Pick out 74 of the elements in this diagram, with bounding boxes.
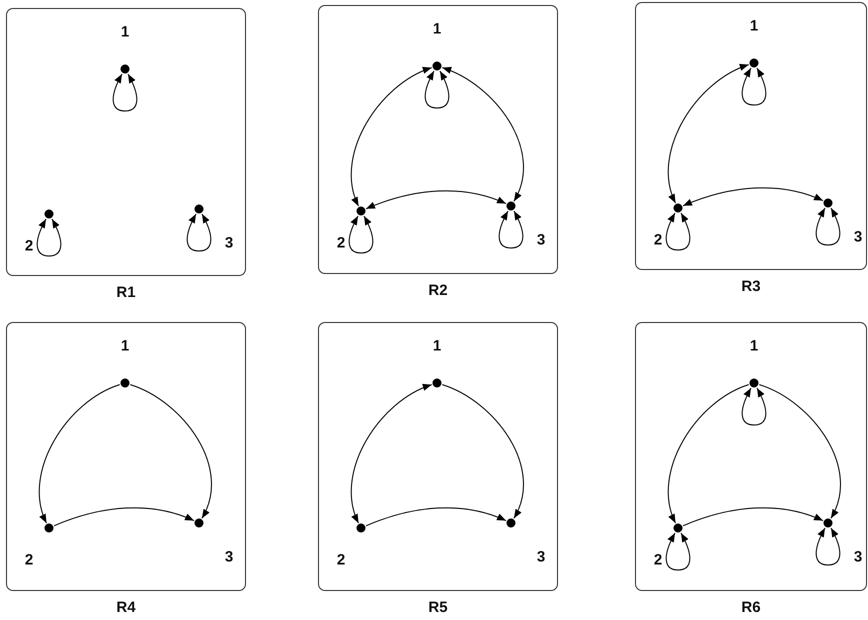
graph-panel <box>6 8 246 276</box>
vertex-label: 3 <box>224 234 234 252</box>
vertex-label: 2 <box>336 552 346 568</box>
panel-caption: R1 <box>116 284 136 301</box>
panel-caption: R2 <box>428 282 448 299</box>
graph-vertex <box>674 524 682 532</box>
curved-arrow <box>130 384 212 519</box>
graph-vertex <box>194 518 204 528</box>
graph-vertex <box>356 524 366 532</box>
vertex-label: 2 <box>24 552 34 568</box>
curved-arrow <box>366 190 507 210</box>
curved-arrow <box>758 384 841 519</box>
self-loop-arrow <box>666 212 690 250</box>
self-loop-arrow <box>666 532 690 570</box>
vertex-label: 1 <box>432 338 442 354</box>
self-loop-arrow <box>742 68 766 106</box>
panel-caption: R4 <box>116 599 136 616</box>
curved-arrow <box>38 384 120 524</box>
curved-arrow <box>350 67 432 207</box>
graph-panel <box>318 322 558 591</box>
vertex-label: 1 <box>432 20 442 38</box>
vertex-label: 3 <box>854 228 862 246</box>
vertex-label: 1 <box>120 338 130 354</box>
graph-vertex <box>824 518 832 528</box>
vertex-label: 3 <box>854 548 862 566</box>
curved-arrow <box>442 67 524 202</box>
panel-caption: R6 <box>741 599 761 616</box>
curved-arrow <box>366 507 507 526</box>
graph-vertex <box>194 204 204 214</box>
self-loop-arrow <box>816 208 840 246</box>
graph-vertex <box>432 62 442 70</box>
graph-vertex <box>120 378 130 388</box>
self-loop-arrow <box>742 388 766 426</box>
graph-vertex <box>44 524 54 532</box>
self-loop-arrow <box>186 214 212 252</box>
vertex-label: 1 <box>750 18 758 34</box>
curved-arrow <box>442 384 524 519</box>
curved-arrow <box>668 384 750 524</box>
graph-vertex <box>120 64 130 74</box>
vertex-label: 1 <box>750 338 758 354</box>
graph-panel <box>318 5 558 274</box>
vertex-label: 1 <box>120 24 130 40</box>
vertex-label: 2 <box>24 238 34 254</box>
curved-arrow <box>350 384 432 524</box>
graph-vertex <box>674 204 682 212</box>
graph-vertex <box>506 518 516 528</box>
panel-caption: R3 <box>741 278 761 295</box>
graph-vertex <box>44 210 54 218</box>
self-loop-arrow <box>816 528 840 566</box>
graph-vertex <box>750 378 758 388</box>
vertex-label: 3 <box>536 548 546 566</box>
graph-vertex <box>432 378 442 388</box>
self-loop-arrow <box>424 70 450 108</box>
curved-arrow <box>668 64 750 204</box>
self-loop-arrow <box>36 218 62 256</box>
curved-arrow <box>682 187 824 206</box>
self-loop-arrow <box>112 74 138 112</box>
curved-arrow <box>682 507 824 526</box>
curved-arrow <box>54 507 195 526</box>
vertex-label: 2 <box>654 232 662 248</box>
vertex-label: 3 <box>224 548 234 566</box>
graph-panel <box>6 322 246 591</box>
panel-caption: R5 <box>428 599 448 616</box>
graph-vertex <box>356 206 366 216</box>
graph-vertex <box>824 198 832 208</box>
vertex-label: 3 <box>536 232 546 248</box>
graph-vertex <box>750 58 758 68</box>
graph-vertex <box>506 202 516 210</box>
self-loop-arrow <box>348 216 374 254</box>
vertex-label: 2 <box>654 552 662 568</box>
graph-panel <box>635 2 867 270</box>
graph-panel <box>635 322 867 591</box>
self-loop-arrow <box>498 210 524 248</box>
vertex-label: 2 <box>336 234 346 252</box>
